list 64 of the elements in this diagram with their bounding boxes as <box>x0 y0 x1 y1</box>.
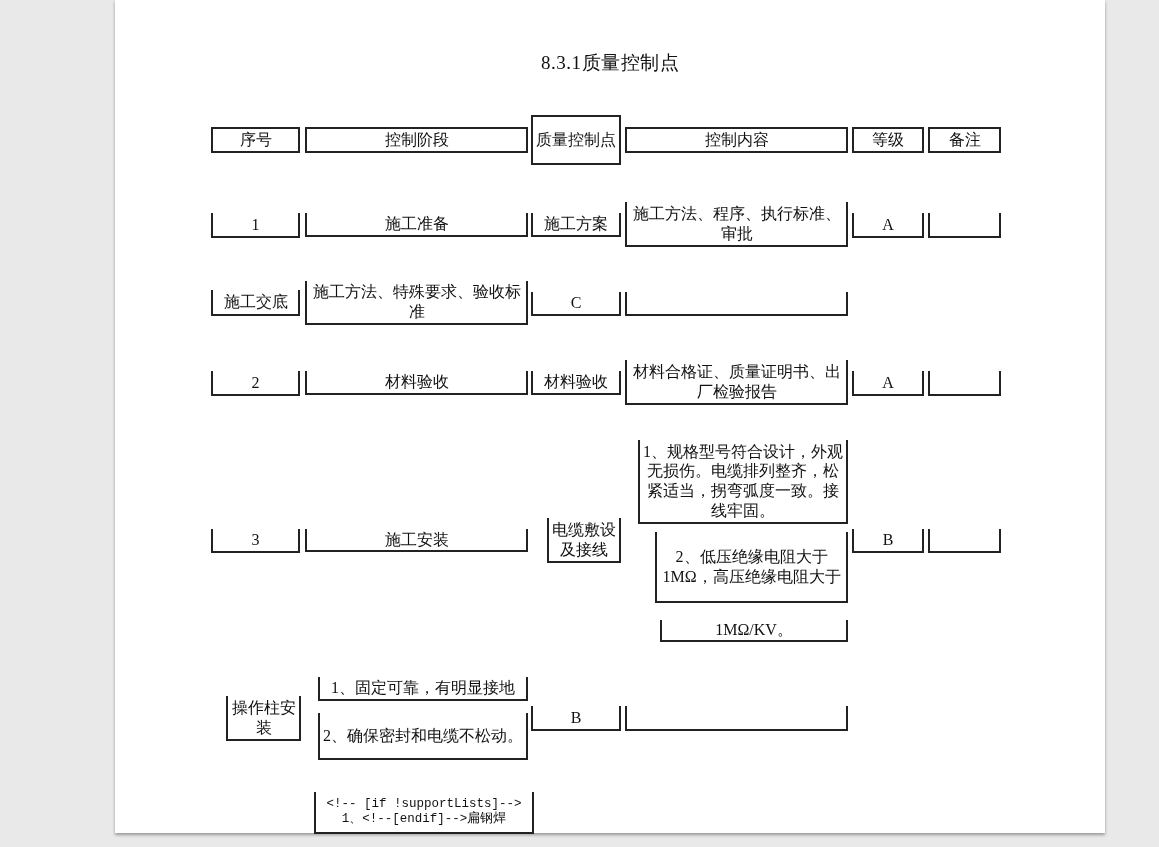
cell-text: 备注 <box>948 130 981 150</box>
cell-text: B <box>882 530 894 550</box>
empty-cell <box>928 371 1001 396</box>
table-cell <box>211 213 300 238</box>
table-cell <box>531 213 621 237</box>
table-cell <box>655 532 848 603</box>
cell-text: 材料合格证、质量证明书、出厂检验报告 <box>631 362 842 401</box>
table-cell <box>211 529 300 553</box>
cell-text: 3 <box>251 530 260 550</box>
table-cell <box>314 792 534 834</box>
table-cell <box>928 127 1001 153</box>
cell-text: C <box>570 293 582 313</box>
table-cell <box>852 127 924 153</box>
table-cell <box>305 127 528 153</box>
cell-text: 电缆敷设及接线 <box>552 520 616 559</box>
cell-text: 施工准备 <box>384 214 449 234</box>
table-cell <box>625 360 848 405</box>
table-cell <box>531 706 621 731</box>
empty-cell <box>928 529 1001 553</box>
cell-text: 1、规格型号符合设计，外观无损伤。电缆排列整齐，松紧适当，拐弯弧度一致。接线牢固。 <box>643 441 843 521</box>
cell-text: 操作柱安装 <box>231 698 296 737</box>
table-cell <box>211 290 300 316</box>
table-cell <box>211 371 300 396</box>
cell-text: 材料验收 <box>544 372 608 392</box>
cell-text: 施工交底 <box>223 292 288 312</box>
cell-text: 1MΩ/KV。 <box>715 620 793 640</box>
cell-text: A <box>882 214 894 235</box>
table-cell <box>318 677 528 701</box>
table-cell <box>660 620 848 642</box>
cell-text: 施工方法、程序、执行标准、审批 <box>631 204 842 243</box>
table-cell <box>531 115 621 165</box>
table-cell <box>305 213 528 237</box>
cell-text: <!-- [if !supportLists]--> 1、<!--[endif]-->扁钢焊 <box>325 796 523 828</box>
table-cell <box>318 713 528 760</box>
table-cell <box>852 213 924 238</box>
table-cell <box>531 292 621 316</box>
empty-cell <box>625 706 848 731</box>
cell-text: A <box>882 372 894 393</box>
cell-text: 施工方案 <box>544 214 608 234</box>
cell-text: 1 <box>251 214 260 235</box>
cell-text: 施工方法、特殊要求、验收标准 <box>311 282 522 322</box>
cell-text: 2、低压绝缘电阻大于1MΩ，高压绝缘电阻大于 <box>661 547 842 586</box>
table-cell <box>531 371 621 395</box>
table-cell <box>852 529 924 553</box>
table-cell <box>625 127 848 153</box>
cell-text: B <box>570 707 582 728</box>
table-cell <box>625 202 848 247</box>
table-cell <box>211 127 300 153</box>
title: 8.3.1质量控制点 <box>540 51 680 75</box>
cell-text: 1、固定可靠，有明显接地 <box>331 678 515 698</box>
cell-text: 2 <box>251 372 260 393</box>
cell-text: 等级 <box>872 130 904 150</box>
cell-text: 控制内容 <box>704 130 769 150</box>
empty-cell <box>625 292 848 316</box>
cell-text: 施工安装 <box>384 529 449 550</box>
empty-cell <box>928 213 1001 238</box>
cell-text: 材料验收 <box>384 372 449 392</box>
table-cell <box>852 371 924 396</box>
table-cell <box>305 371 528 395</box>
cell-text: 质量控制点 <box>536 130 616 150</box>
cell-text: 2、确保密封和电缆不松动。 <box>323 725 523 746</box>
cell-text: 序号 <box>239 130 272 150</box>
cell-text: 控制阶段 <box>384 130 449 150</box>
table-cell <box>305 529 528 552</box>
